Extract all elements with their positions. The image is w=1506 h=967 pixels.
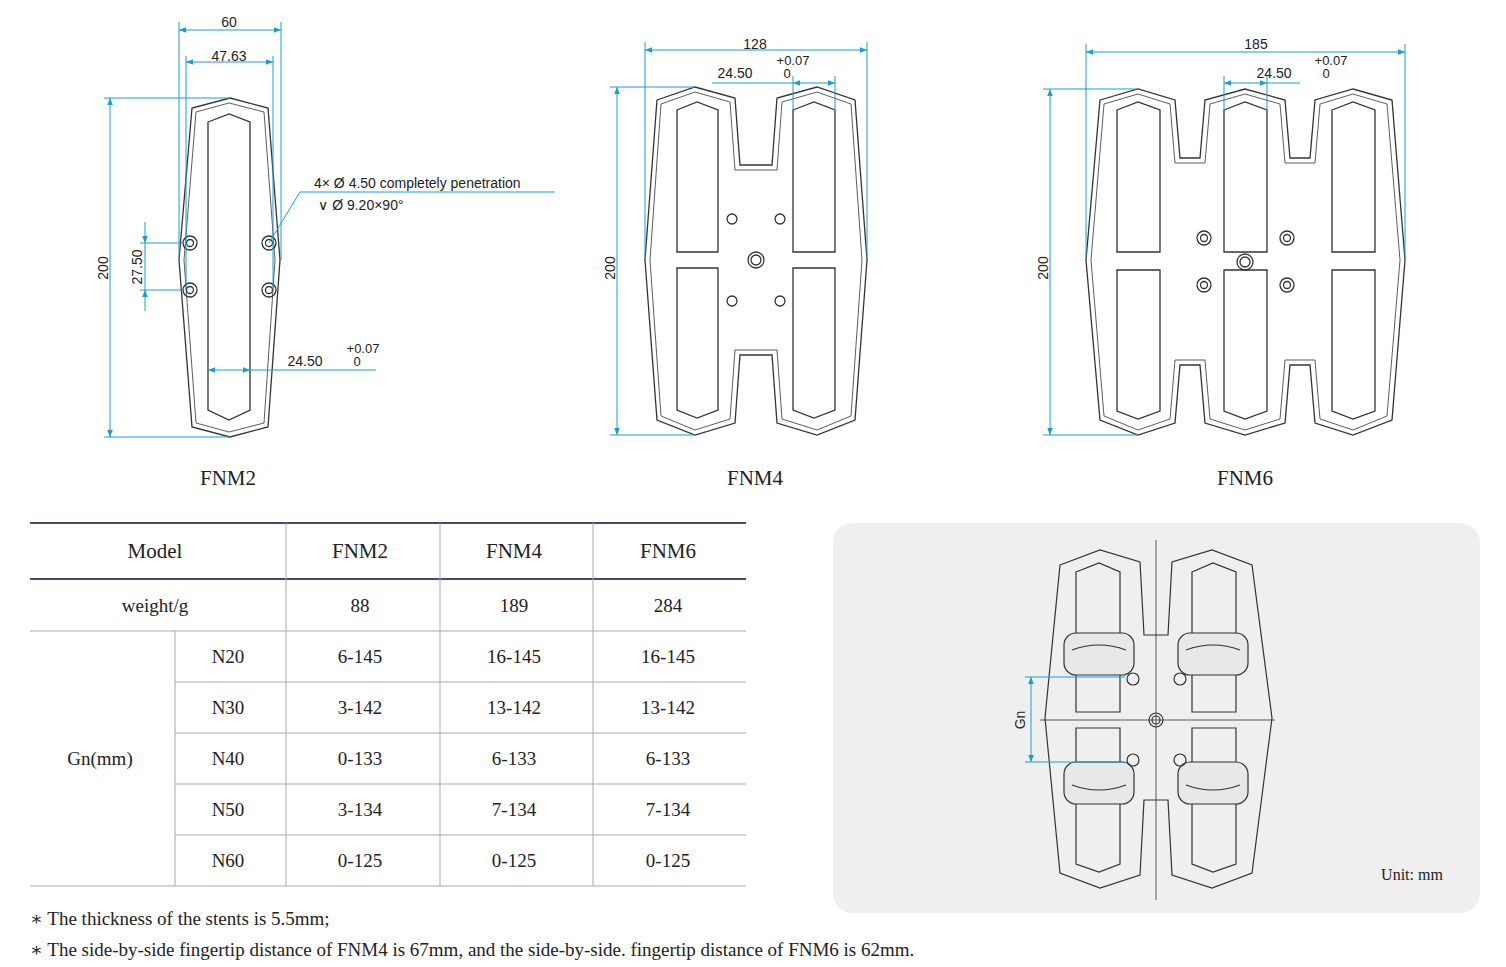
table-cell: 7-134 [492,800,536,819]
dimension: 24.50 [287,354,322,368]
table-cell: 13-142 [641,698,695,717]
table-cell: 6-133 [646,749,690,768]
part-outlines [179,87,1405,437]
table-cell: 0-125 [338,851,382,870]
dimension: Gn [1013,711,1027,730]
tolerance: 0 [1322,67,1329,80]
assembly-panel [833,523,1480,913]
table-header: FNM4 [486,541,542,562]
table-cell: 88 [351,596,370,615]
model-caption: FNM4 [727,468,783,489]
dimension: 24.50 [1256,66,1291,80]
dimension: 200 [96,256,110,279]
dimension: 27.50 [130,249,144,284]
footnote: ∗ The side-by-side fingertip distance of… [30,940,914,959]
dimension: 200 [603,256,617,279]
holes [183,236,276,297]
tolerance: 0 [353,355,360,368]
table-cell: N60 [212,851,245,870]
dimension: 200 [1036,256,1050,279]
table-cell: 284 [654,596,683,615]
table-cell: N20 [212,647,245,666]
table-cell: 16-145 [641,647,695,666]
table-cell: 3-142 [338,698,382,717]
table-header: FNM2 [332,541,388,562]
table-cell: 0-125 [646,851,690,870]
tolerance: +0.07 [1315,54,1348,67]
table-cell: 6-133 [492,749,536,768]
dimension: 128 [743,37,766,51]
dimension-lines [104,22,1405,437]
table-cell: 13-142 [487,698,541,717]
table-cell: N40 [212,749,245,768]
table-cell: 3-134 [338,800,382,819]
tolerance: 0 [783,67,790,80]
table-cell: 6-145 [338,647,382,666]
dimension: 60 [221,15,237,29]
table-cell: 0-133 [338,749,382,768]
tolerance: +0.07 [777,54,810,67]
dimension: 185 [1244,37,1267,51]
table-cell: N30 [212,698,245,717]
table-cell: 189 [500,596,529,615]
hole-note: 4× Ø 4.50 completely penetration [314,176,521,190]
model-caption: FNM6 [1217,468,1273,489]
dimension: 24.50 [717,66,752,80]
model-caption: FNM2 [200,468,256,489]
table-cell: weight/g [122,596,189,615]
unit-note: Unit: mm [1381,867,1443,883]
footnote: ∗ The thickness of the stents is 5.5mm; [30,909,330,928]
dimension: 47.63 [211,49,246,63]
table-header: FNM6 [640,541,696,562]
countersink-note: ∨ Ø 9.20×90° [318,198,404,212]
table-header: Model [128,541,183,562]
table-cell: 7-134 [646,800,690,819]
table-rules [30,523,746,886]
table-cell: 16-145 [487,647,541,666]
table-cell: N50 [212,800,245,819]
table-cell: 0-125 [492,851,536,870]
tolerance: +0.07 [347,342,380,355]
table-cell: Gn(mm) [67,749,132,768]
